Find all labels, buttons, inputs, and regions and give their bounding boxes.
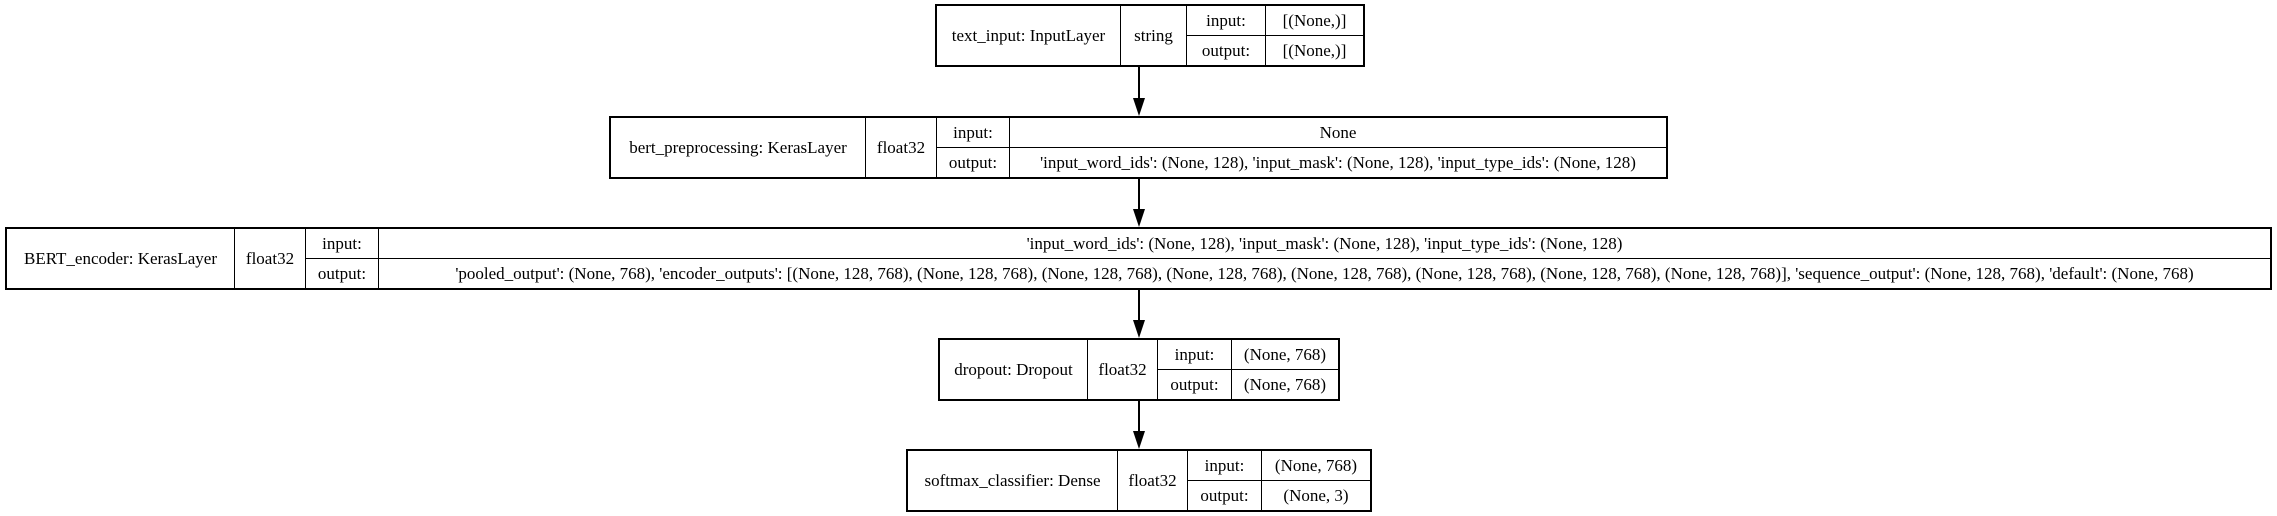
output-shape: (None, 3) — [1283, 485, 1349, 505]
output-shape: 'pooled_output': (None, 768), 'encoder_o… — [455, 263, 2194, 283]
edge-line — [1138, 290, 1140, 320]
output-label: output: — [937, 147, 1010, 177]
output-label: output: — [306, 258, 379, 288]
layer-name: softmax_classifier: Dense — [908, 451, 1118, 510]
layer-name: dropout: Dropout — [940, 340, 1088, 399]
output-shape: 'input_word_ids': (None, 128), 'input_ma… — [1040, 152, 1636, 172]
arrow-down-icon — [1133, 98, 1145, 116]
edge-line — [1138, 179, 1140, 209]
output-label: output: — [1187, 35, 1266, 65]
input-shape: (None, 768) — [1262, 451, 1370, 481]
input-shape: (None, 768) — [1232, 340, 1338, 370]
arrow-down-icon — [1133, 209, 1145, 227]
layer-dtype: float32 — [1088, 340, 1158, 399]
input-label: input: — [1187, 6, 1266, 36]
layer-node-text-input: text_input: InputLayer string input: [(N… — [935, 4, 1365, 67]
input-label: input: — [1188, 451, 1262, 481]
layer-dtype: float32 — [1118, 451, 1188, 510]
input-label: input: — [937, 118, 1010, 148]
input-label: input: — [306, 229, 379, 259]
input-shape: 'input_word_ids': (None, 128), 'input_ma… — [379, 229, 2270, 259]
layer-name: BERT_encoder: KerasLayer — [7, 229, 235, 288]
layer-node-dropout: dropout: Dropout float32 input: (None, 7… — [938, 338, 1340, 401]
layer-name: bert_preprocessing: KerasLayer — [611, 118, 866, 177]
layer-dtype: string — [1121, 6, 1187, 65]
arrow-down-icon — [1133, 320, 1145, 338]
layer-name: text_input: InputLayer — [937, 6, 1121, 65]
layer-node-softmax-classifier: softmax_classifier: Dense float32 input:… — [906, 449, 1372, 512]
layer-dtype: float32 — [866, 118, 937, 177]
output-shape: (None, 768) — [1243, 374, 1327, 394]
edge-line — [1138, 67, 1140, 98]
input-shape: None — [1010, 118, 1666, 148]
input-shape: [(None,)] — [1266, 6, 1363, 36]
output-label: output: — [1188, 480, 1262, 510]
layer-dtype: float32 — [235, 229, 306, 288]
input-label: input: — [1158, 340, 1232, 370]
layer-node-bert-encoder: BERT_encoder: KerasLayer float32 input: … — [5, 227, 2272, 290]
arrow-down-icon — [1133, 431, 1145, 449]
edge-line — [1138, 401, 1140, 431]
output-shape: [(None,)] — [1282, 40, 1347, 60]
output-label: output: — [1158, 369, 1232, 399]
layer-node-bert-preprocessing: bert_preprocessing: KerasLayer float32 i… — [609, 116, 1668, 179]
